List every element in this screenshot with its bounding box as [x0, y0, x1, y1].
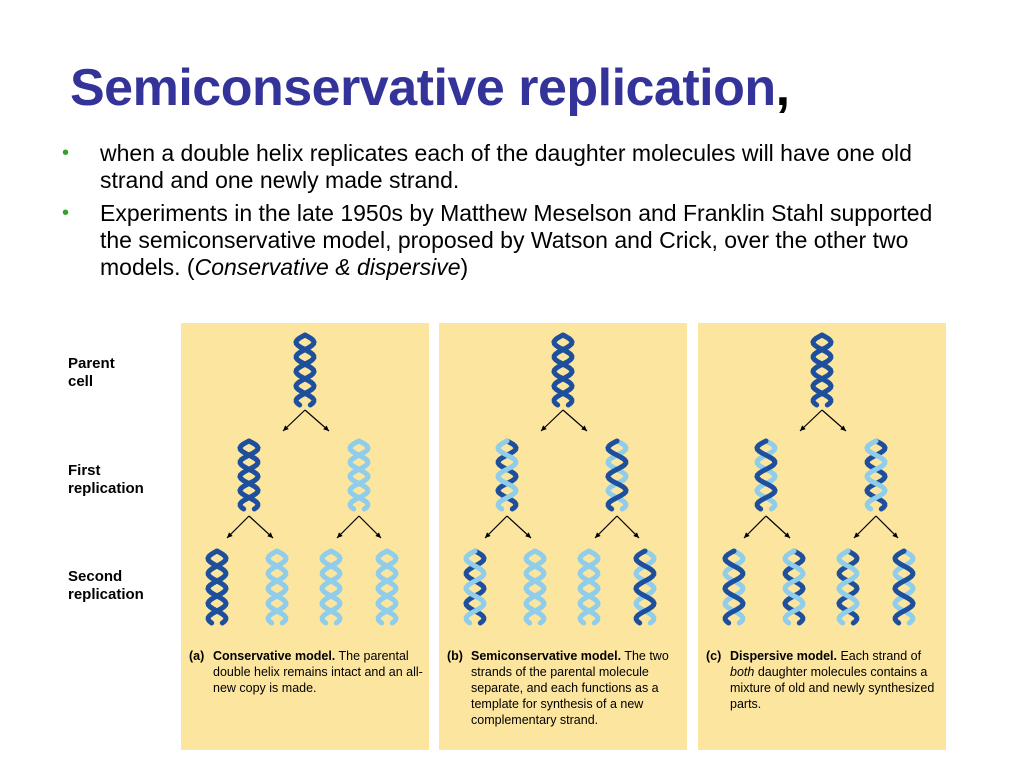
second-helix: [265, 548, 289, 626]
arrow-head: [323, 425, 329, 431]
caption-semiconservative: (b) Semiconservative model. The two stra…: [447, 648, 683, 728]
panel-dispersive: (c) Dispersive model. Each strand of bot…: [698, 323, 946, 750]
helix-diagram: [722, 332, 916, 626]
strand-b: [523, 548, 547, 626]
second-helix: [782, 548, 806, 626]
row-label-second: Second replication: [68, 568, 144, 603]
strand-b: [347, 438, 371, 512]
first-helix: [495, 438, 519, 512]
strand-b: [319, 548, 343, 626]
caption-title: Dispersive model.: [730, 649, 837, 663]
bullet-list: • when a double helix replicates each of…: [60, 140, 960, 287]
arrow-head: [525, 532, 531, 538]
first-helix: [605, 438, 629, 512]
caption-body: Each strand of: [837, 649, 922, 663]
strand-b: [463, 548, 487, 626]
caption-body-end: daughter molecules contains a mixture of…: [730, 665, 935, 711]
strand-b: [605, 438, 629, 512]
arrow: [506, 515, 532, 539]
caption-title: Conservative model.: [213, 649, 336, 663]
second-helix: [836, 548, 860, 626]
caption-title: Semiconservative model.: [471, 649, 622, 663]
second-helix: [375, 548, 399, 626]
strand-b: [754, 438, 778, 512]
arrow: [765, 515, 791, 539]
panel-conservative: (a) Conservative model. The parental dou…: [181, 323, 429, 750]
strand-b: [495, 438, 519, 512]
arrow-head: [892, 532, 898, 538]
strand-b: [810, 332, 834, 408]
arrow-head: [337, 532, 343, 538]
caption-dispersive: (c) Dispersive model. Each strand of bot…: [706, 648, 942, 712]
arrow-head: [595, 532, 601, 538]
arrow-head: [800, 425, 806, 431]
arrow-head: [854, 532, 860, 538]
strand-b: [836, 548, 860, 626]
arrow-head: [267, 532, 273, 538]
helix-diagram: [205, 332, 399, 626]
bullet-dot-icon: •: [62, 142, 70, 164]
strand-b: [237, 438, 261, 512]
title-text: Semiconservative replication: [70, 59, 776, 117]
arrow-head: [744, 532, 750, 538]
caption-letter: (a): [189, 649, 205, 663]
bullet-text-end: ): [460, 254, 469, 280]
first-helix: [864, 438, 888, 512]
strand-b: [633, 548, 657, 626]
second-helix: [633, 548, 657, 626]
bullet-item-1: • when a double helix replicates each of…: [60, 140, 960, 194]
caption-italic: both: [730, 665, 755, 679]
title-comma: ,: [775, 59, 790, 117]
arrow: [248, 515, 274, 539]
row-label-parent: Parent cell: [68, 355, 115, 390]
strand-b: [293, 332, 317, 408]
caption-conservative: (a) Conservative model. The parental dou…: [189, 648, 425, 696]
row-label-first: First replication: [68, 462, 144, 497]
arrow-head: [840, 425, 846, 431]
arrow-head: [633, 532, 639, 538]
parent-helix: [551, 332, 575, 408]
bullet-item-2: • Experiments in the late 1950s by Matth…: [60, 200, 960, 281]
bullet-text: Experiments in the late 1950s by Matthew…: [100, 200, 933, 280]
bullet-italic-text: Conservative & dispersive: [194, 254, 461, 280]
strand-b: [892, 548, 916, 626]
strand-b: [782, 548, 806, 626]
second-helix: [892, 548, 916, 626]
arrow-head: [227, 532, 233, 538]
arrow-head: [485, 532, 491, 538]
parent-helix: [810, 332, 834, 408]
strand-b: [577, 548, 601, 626]
second-helix: [523, 548, 547, 626]
arrow-head: [784, 532, 790, 538]
strand-b: [205, 548, 229, 626]
first-helix: [237, 438, 261, 512]
arrow-head: [283, 425, 289, 431]
arrow-head: [375, 532, 381, 538]
strand-b: [722, 548, 746, 626]
caption-body: The parental double helix remains intact…: [213, 649, 423, 695]
slide-title: Semiconservative replication,: [70, 58, 790, 118]
second-helix: [205, 548, 229, 626]
helix-diagram: [463, 332, 657, 626]
first-helix: [347, 438, 371, 512]
arrow-head: [581, 425, 587, 431]
first-helix: [754, 438, 778, 512]
second-helix: [319, 548, 343, 626]
bullet-dot-icon: •: [62, 202, 70, 224]
caption-letter: (b): [447, 649, 463, 663]
caption-letter: (c): [706, 649, 722, 663]
caption-body: The two strands of the parental molecule…: [471, 649, 669, 727]
strand-b: [551, 332, 575, 408]
panel-semiconservative: (b) Semiconservative model. The two stra…: [439, 323, 687, 750]
strand-b: [375, 548, 399, 626]
parent-helix: [293, 332, 317, 408]
second-helix: [463, 548, 487, 626]
bullet-text: when a double helix replicates each of t…: [100, 140, 912, 193]
second-helix: [577, 548, 601, 626]
arrow-head: [541, 425, 547, 431]
second-helix: [722, 548, 746, 626]
strand-b: [265, 548, 289, 626]
strand-b: [864, 438, 888, 512]
